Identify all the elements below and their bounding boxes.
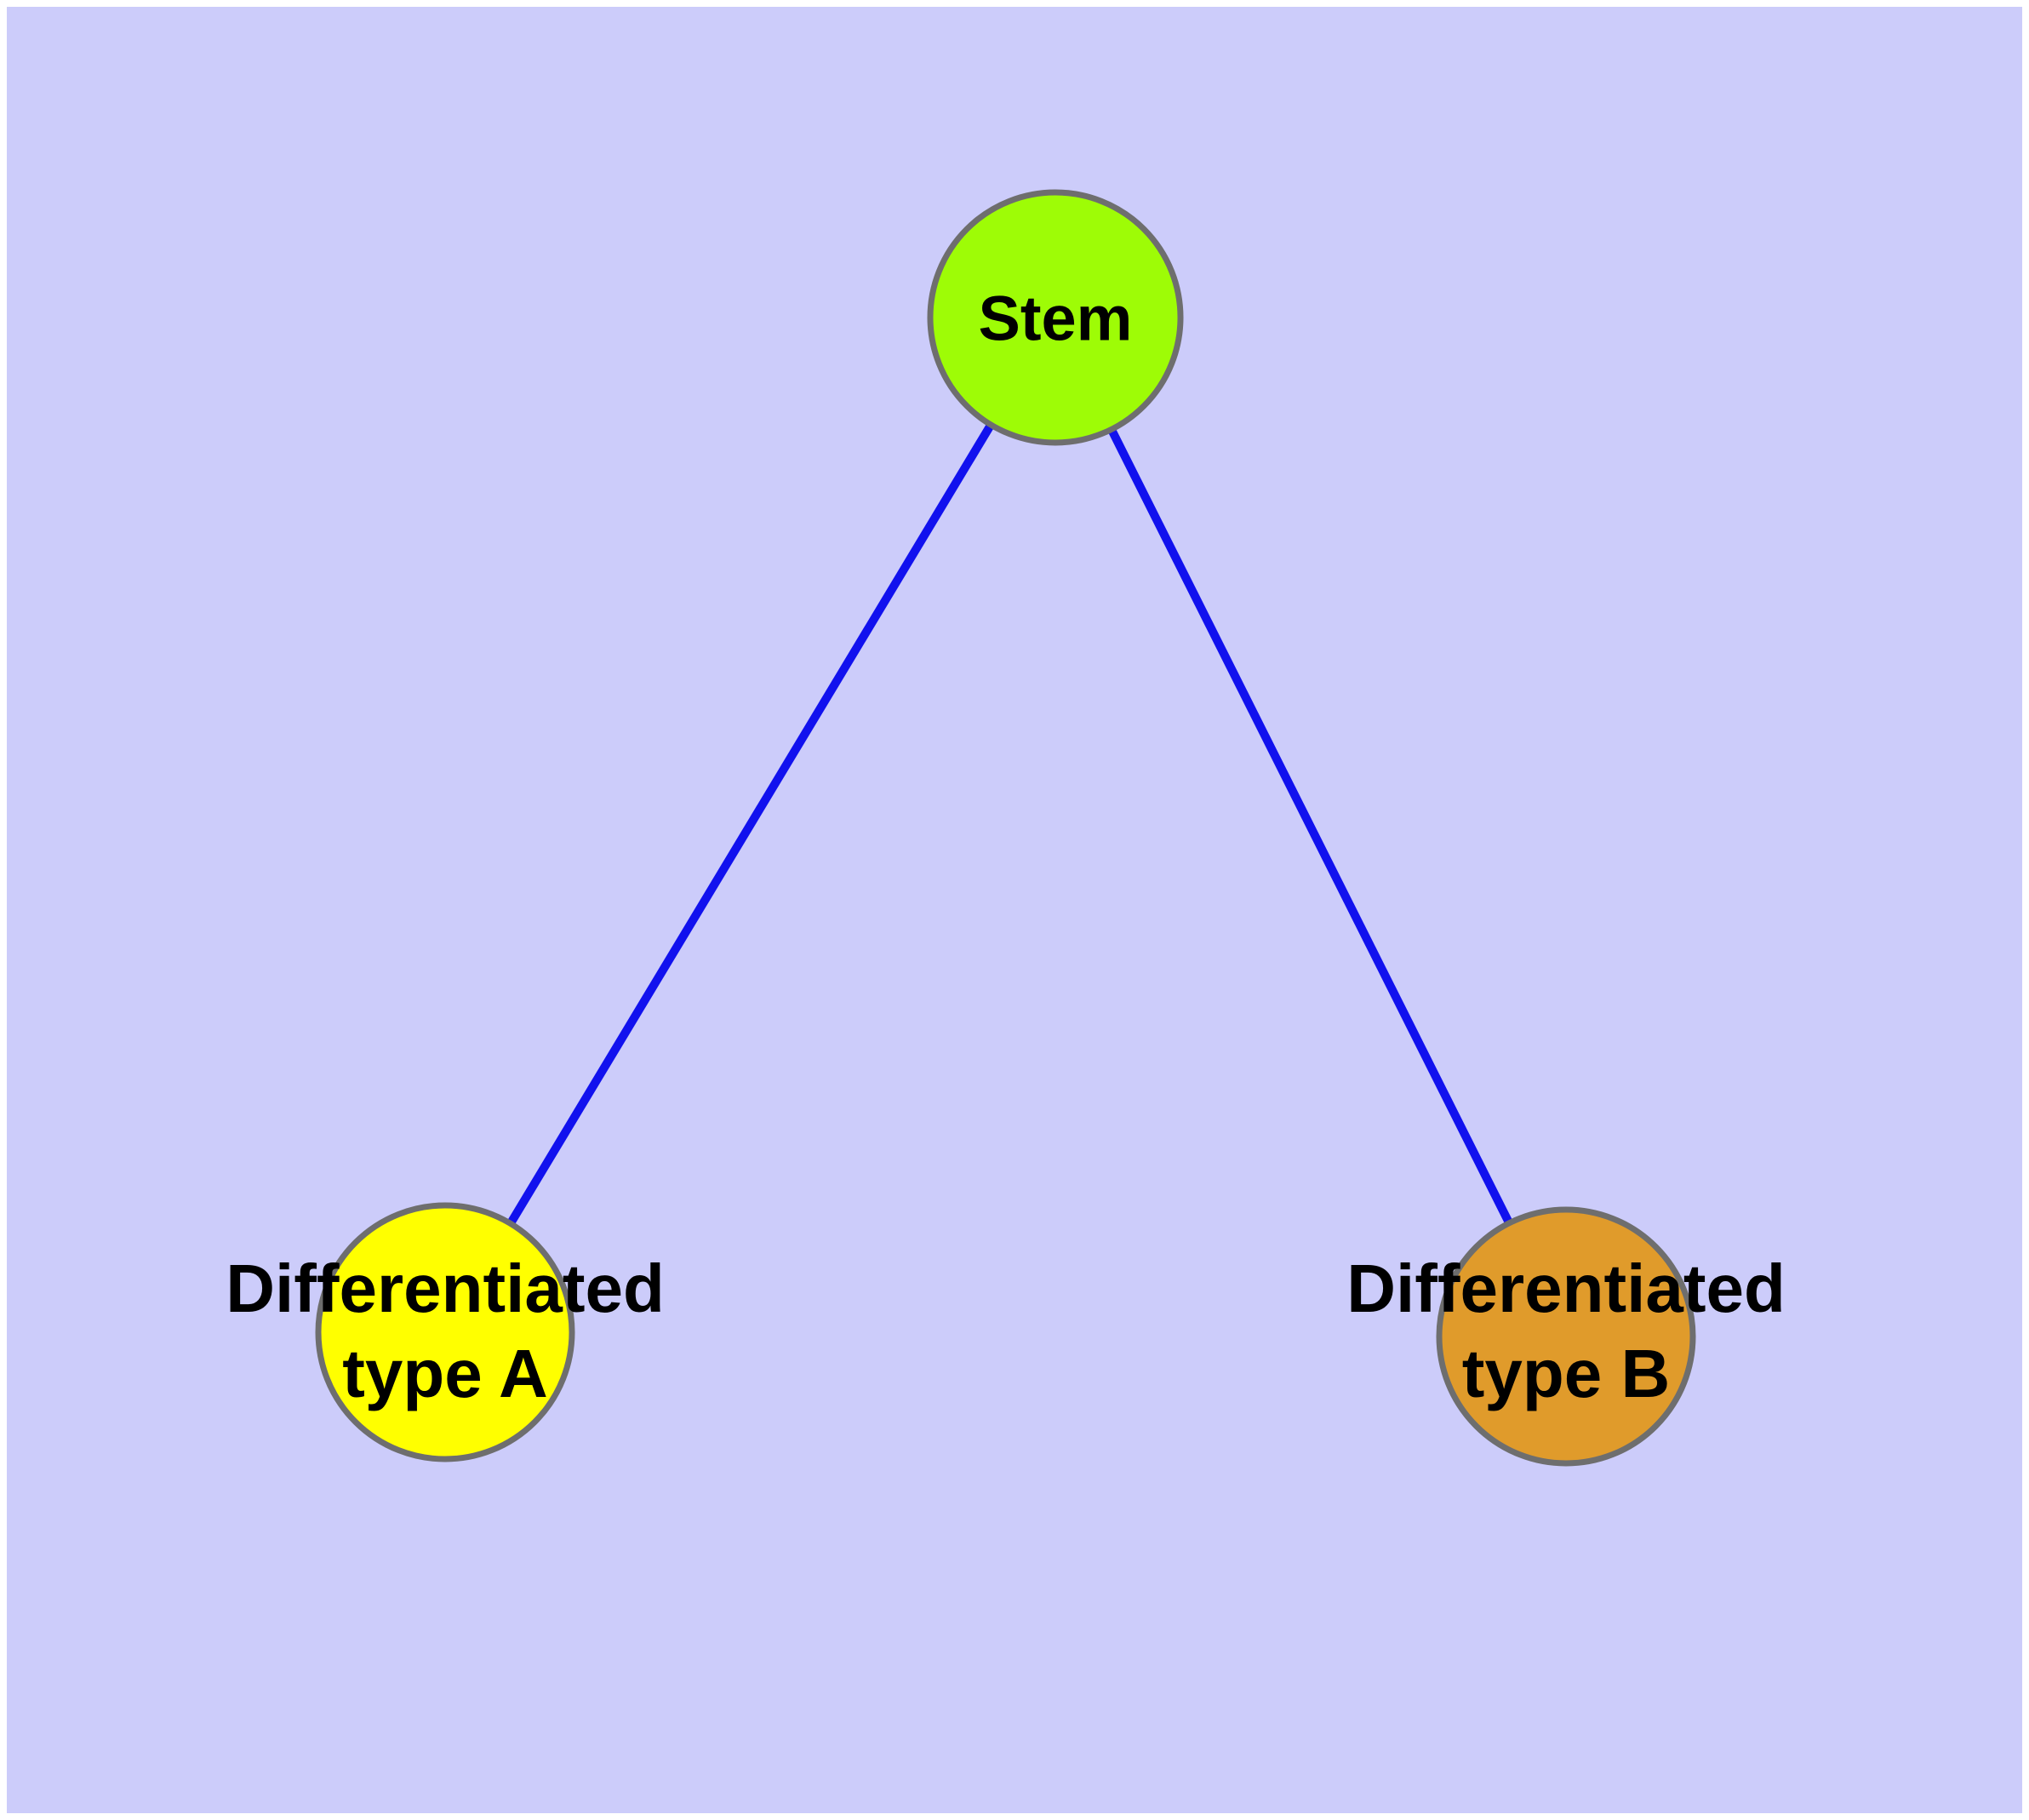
node-stem-circle[interactable]	[927, 189, 1184, 446]
node-differentiated-type-a-circle[interactable]	[315, 1202, 575, 1462]
node-differentiated-type-b[interactable]	[1436, 1206, 1696, 1467]
node-differentiated-type-b-label-line1: Differentiated	[1346, 1251, 1786, 1326]
node-stem-label: Stem	[979, 283, 1133, 354]
diagram-plot-area: Stem Differentiated type A Differentiate…	[7, 7, 2022, 1813]
edge-stem-diff-b[interactable]	[1107, 427, 1513, 1226]
node-differentiated-type-a-label-line1: Differentiated	[226, 1251, 665, 1326]
graph-svg: Stem Differentiated type A Differentiate…	[226, 189, 1786, 1467]
node-differentiated-type-a[interactable]	[315, 1202, 575, 1462]
label-layer: Stem Differentiated type A Differentiate…	[226, 283, 1786, 1412]
node-differentiated-type-b-label-line2: type B	[1462, 1336, 1671, 1411]
node-differentiated-type-b-circle[interactable]	[1436, 1206, 1696, 1467]
node-layer	[315, 189, 1696, 1467]
edge-stem-diff-a[interactable]	[506, 422, 995, 1226]
node-differentiated-type-a-label-line2: type A	[342, 1336, 548, 1411]
node-stem[interactable]	[927, 189, 1184, 446]
edge-layer	[506, 422, 1513, 1226]
